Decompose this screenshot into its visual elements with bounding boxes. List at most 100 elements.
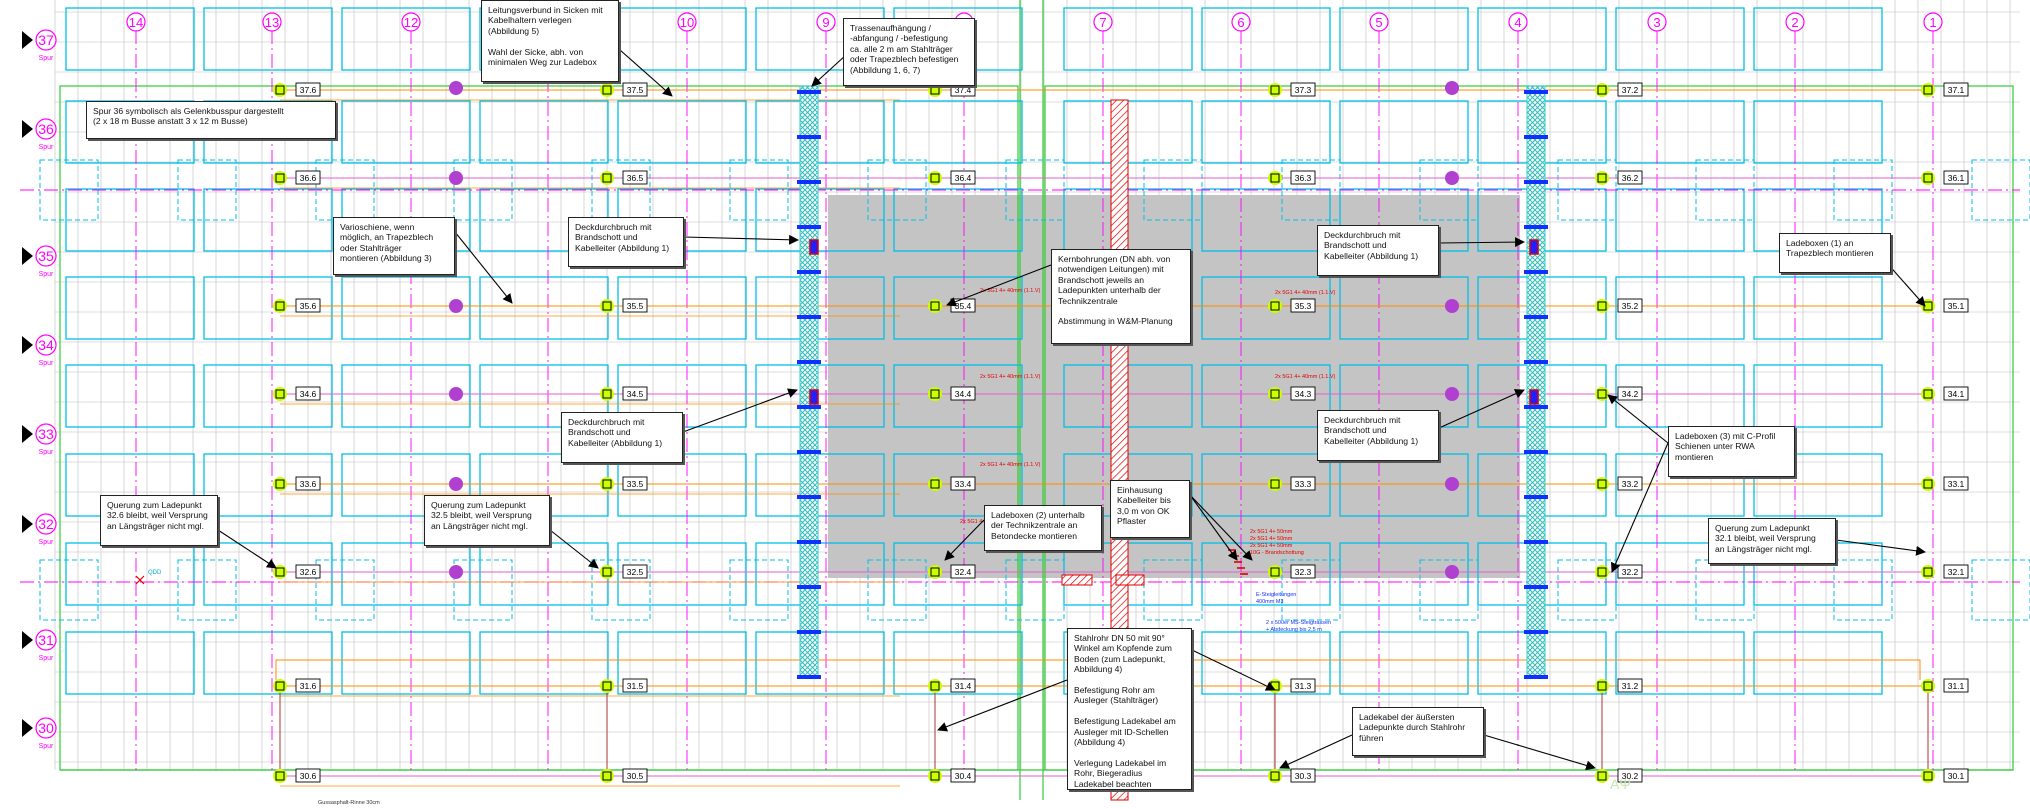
parking-spot	[341, 364, 471, 428]
charge-point-marker	[1921, 171, 1935, 185]
charge-point-tag	[622, 678, 648, 693]
row-word: Spur	[39, 743, 54, 750]
ladebox-icon	[275, 173, 285, 183]
charge-point-marker	[1268, 769, 1282, 783]
magenta-dot	[1445, 565, 1459, 579]
charge-point-marker	[600, 387, 614, 401]
parking-spot	[755, 276, 885, 340]
charge-point-35-1: 35.1	[1921, 298, 1969, 313]
parking-spot	[1753, 7, 1883, 71]
ladebox-icon	[602, 389, 612, 399]
parking-spot	[617, 542, 747, 606]
charge-point-label: 32.5	[627, 567, 644, 577]
ladebox-icon	[930, 85, 940, 95]
charge-point-marker	[273, 83, 287, 97]
parking-spot	[1753, 100, 1883, 164]
charge-point-30-6: 30.6	[273, 768, 321, 783]
note-deckdurchbruch-d: Deckdurchbruch mit Brandschott und Kabel…	[1317, 410, 1439, 461]
tz-label: 2x 5G1 4+ 50mm	[1250, 536, 1293, 542]
magenta-dot	[1445, 81, 1459, 95]
riser-bracket	[1524, 180, 1548, 184]
leader-arrow	[619, 49, 673, 97]
ladebox-icon	[275, 771, 285, 781]
axis-label: 14	[129, 15, 143, 30]
charge-point-label: 33.5	[627, 479, 644, 489]
charge-point-32-5: 32.5	[600, 564, 648, 579]
ladebox-icon	[1270, 567, 1280, 577]
parking-spot	[1753, 364, 1883, 428]
charge-point-tag	[950, 170, 976, 185]
charge-point-label: 33.1	[1948, 479, 1965, 489]
av-label: AΨ	[1610, 776, 1631, 792]
magenta-dot	[449, 565, 463, 579]
charge-point-tag	[295, 170, 321, 185]
tz-label: 10G - Brandschottung	[1250, 550, 1304, 556]
dashed-spot	[453, 559, 513, 621]
bottom-label: Gussasphalt-Rinne 30cm	[318, 800, 380, 806]
ladebox-icon	[930, 301, 940, 311]
row-bubble	[35, 245, 57, 267]
parking-spot	[617, 276, 747, 340]
ladebox-icon	[602, 771, 612, 781]
charge-point-tag	[950, 768, 976, 783]
ladebox-icon	[602, 479, 612, 489]
axis-label: 9	[822, 15, 829, 30]
parking-spot	[755, 364, 885, 428]
parking-spot	[1063, 7, 1193, 71]
magenta-dot	[449, 81, 463, 95]
axis-label: 7	[1099, 15, 1106, 30]
charge-point-label: 33.4	[955, 479, 972, 489]
note-einhausung: Einhausung Kabelleiter bis 3,0 m von OK …	[1110, 480, 1190, 538]
charge-point-35-2: 35.2	[1595, 298, 1643, 313]
axis-bubble	[1923, 12, 1943, 32]
row-arrow-icon	[22, 247, 33, 265]
qdd-label: QDD	[148, 570, 162, 576]
charge-point-34-5: 34.5	[600, 386, 648, 401]
charge-point-tag	[950, 564, 976, 579]
charge-point-label: 33.6	[300, 479, 317, 489]
charge-point-label: 34.6	[300, 389, 317, 399]
charge-point-marker	[1921, 83, 1935, 97]
ladebox-icon	[930, 389, 940, 399]
charge-point-marker	[1595, 679, 1609, 693]
parking-spot	[341, 276, 471, 340]
charge-point-tag	[622, 386, 648, 401]
charge-point-marker	[1268, 565, 1282, 579]
note-deckdurchbruch-a: Deckdurchbruch mit Brandschott und Kabel…	[568, 217, 684, 267]
parking-spot	[341, 7, 471, 71]
parking-spot	[1339, 276, 1469, 340]
parking-spot	[1339, 7, 1469, 71]
deck-opening	[809, 389, 819, 405]
charge-point-label: 37.6	[300, 85, 317, 95]
cable-label: 2x 5G1 4+ 40mm (1.1.V)	[980, 462, 1041, 468]
charge-point-marker	[1268, 477, 1282, 491]
charge-point-marker	[1921, 387, 1935, 401]
parking-spot	[341, 542, 471, 606]
charge-point-marker	[1268, 299, 1282, 313]
parking-spot	[893, 276, 1023, 340]
blue-label: + Abdeckung bis 2,5 m	[1266, 627, 1322, 633]
row-number: 32	[38, 516, 54, 532]
charge-point-marker	[1921, 769, 1935, 783]
riser-bracket	[1524, 585, 1548, 589]
axis-bubble	[1647, 12, 1667, 32]
riser-bracket	[1524, 450, 1548, 454]
magenta-dot	[449, 387, 463, 401]
parking-spot	[1339, 100, 1469, 164]
charge-point-label: 30.6	[300, 771, 317, 781]
leader-arrow	[937, 679, 1068, 732]
charge-point-30-2: 30.2	[1595, 768, 1643, 783]
charge-point-30-3: 30.3	[1268, 768, 1316, 783]
row-bubble	[35, 29, 57, 51]
leader-arrow	[683, 234, 799, 245]
leader-arrow	[549, 529, 599, 569]
deck-opening	[809, 239, 819, 255]
axis-headers: 1413121110987654321	[126, 12, 1943, 32]
charge-point-tag	[1617, 82, 1643, 97]
charge-point-tag	[295, 678, 321, 693]
charge-point-marker	[600, 769, 614, 783]
note-ladeboxen-2: Ladeboxen (2) unterhalb der Technikzentr…	[984, 505, 1102, 551]
charge-point-tag	[1290, 476, 1316, 491]
row-number: 33	[38, 426, 54, 442]
dashed-spot	[1005, 559, 1065, 621]
